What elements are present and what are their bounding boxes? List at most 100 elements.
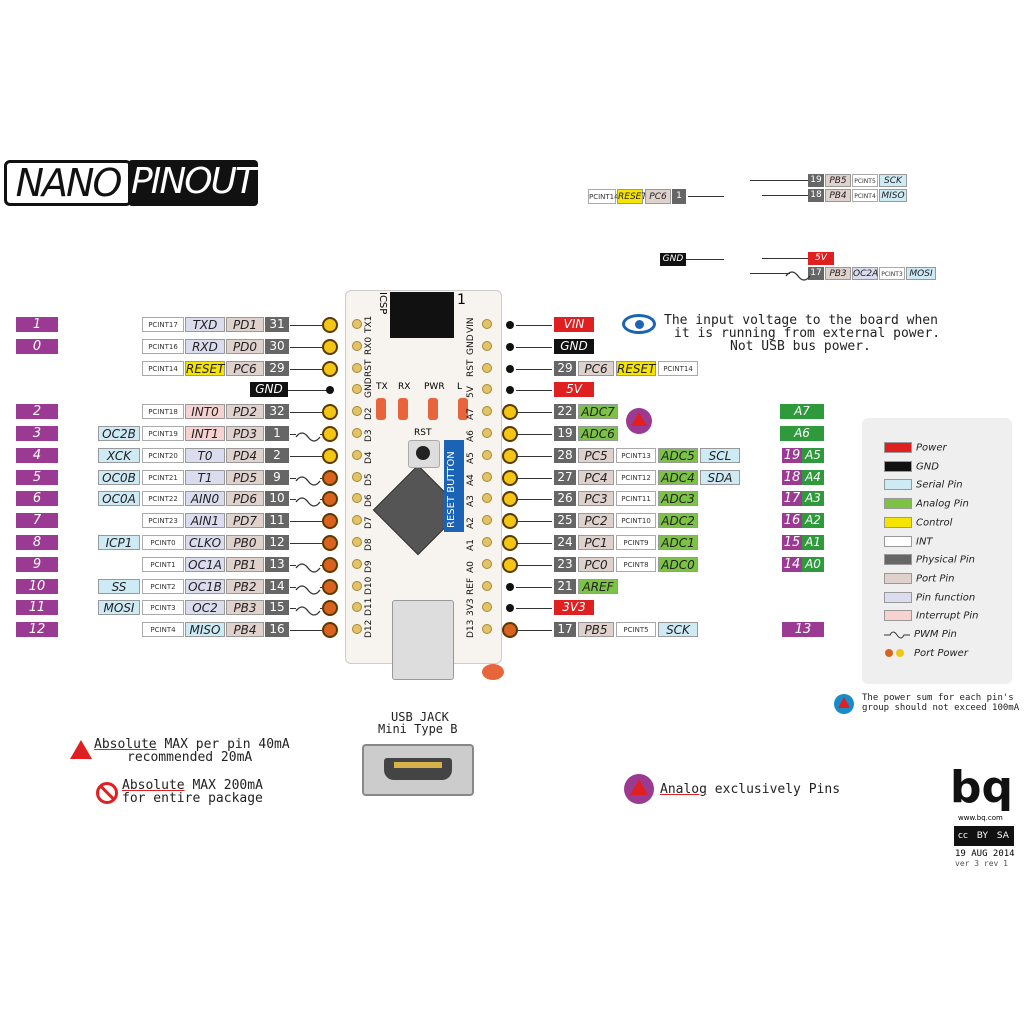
board-pin-label: A5 (466, 452, 476, 464)
pin-function-label: MISO (185, 622, 225, 637)
no-entry-icon (96, 782, 118, 804)
reset-button-cap[interactable] (416, 446, 430, 460)
physical-pin-label: 28 (554, 448, 576, 463)
pin-connector (516, 433, 552, 435)
pin-hole-left (352, 537, 362, 547)
pin-connector (290, 433, 296, 435)
warning-triangle-icon (70, 740, 92, 763)
serial-label: SCL (700, 448, 740, 463)
pwm-icon (785, 267, 811, 286)
legend-swatch (884, 648, 910, 658)
board-pin-label: D10 (364, 576, 374, 595)
pin-dot (322, 317, 338, 333)
board-pin-label: A2 (466, 517, 476, 529)
pin-function-label: OC1B (185, 579, 225, 594)
pin-dot (506, 386, 514, 394)
legend-item: INT (884, 535, 933, 548)
pin-function-label: OC2 (185, 600, 225, 615)
pin-connector (516, 607, 552, 609)
pcint-label: PCINT16 (142, 339, 184, 354)
icsp-bottom-phys: 17 (808, 267, 824, 280)
pin-connector (290, 520, 322, 522)
board-pin-label: RX0 (364, 336, 374, 355)
port-label: PB5 (578, 622, 614, 637)
icsp-pin (757, 230, 765, 238)
usb-jack-line2: Mini Type B (378, 722, 458, 736)
pin-label: ADC7 (578, 404, 618, 419)
board-pin-label: TX1 (364, 315, 374, 333)
pin-dot (326, 386, 334, 394)
pin-function-label: RXD (185, 339, 225, 354)
arduino-analog-label: A6 (780, 426, 824, 441)
port-label: PB4 (226, 622, 264, 637)
arduino-analog-label: A2 (802, 513, 824, 528)
adc-label: ADC1 (658, 535, 698, 550)
physical-pin-label: 30 (265, 339, 289, 354)
arduino-pin-number: 12 (16, 622, 58, 637)
adc-label: ADC3 (658, 491, 698, 506)
arduino-pin-number: 5 (16, 470, 58, 485)
legend-item: Control (884, 516, 952, 529)
legend-swatch (884, 572, 912, 584)
pcint-label: PCINT17 (142, 317, 184, 332)
led-pwr-label: PWR (424, 382, 445, 392)
eye-icon (622, 314, 656, 334)
pin-dot (322, 535, 338, 551)
cc-sa: SA (996, 831, 1009, 841)
legend-label: Serial Pin (916, 479, 963, 491)
port-label: PD0 (226, 339, 264, 354)
physical-pin-label: 19 (554, 426, 576, 441)
arduino-pin-number: 3 (16, 426, 58, 441)
pin-dot (506, 343, 514, 351)
board-pin-label: REF (466, 577, 476, 595)
pin-hole-right (482, 319, 492, 329)
physical-pin-label: 10 (265, 491, 289, 506)
arduino-pin-number: 16 (782, 513, 802, 528)
alt-function-label: SS (98, 579, 140, 594)
port-label: PD1 (226, 317, 264, 332)
icsp-top1-port: PB5 (825, 174, 851, 187)
pin-connector (516, 542, 552, 544)
pin-connector (290, 455, 322, 457)
legend-label: Power (916, 442, 947, 454)
icsp-pin (757, 214, 765, 222)
pcint-label: PCINT12 (616, 470, 656, 485)
bq-mascot-icon (482, 664, 504, 680)
vin-note-line1: The input voltage to the board when (664, 313, 938, 328)
legend-swatch (884, 460, 912, 472)
port-label: PC2 (578, 513, 614, 528)
legend-swatch (884, 535, 912, 547)
title-logo: NANO PINOUT (4, 160, 258, 210)
pcint-label: PCINT8 (616, 557, 656, 572)
arduino-pin-number: 0 (16, 339, 58, 354)
vin-note-line3: Not USB bus power. (730, 339, 871, 354)
icsp-pin (731, 214, 739, 222)
icsp-pin (744, 230, 752, 238)
physical-pin-label: 16 (265, 622, 289, 637)
pcint-label: PCINT4 (142, 622, 184, 637)
pin-dot (322, 470, 338, 486)
alt-function-label: XCK (98, 448, 140, 463)
board-pin-label: D3 (364, 429, 374, 442)
physical-pin-label: 21 (554, 579, 576, 594)
board-pin-label: D12 (364, 619, 374, 638)
arduino-analog-label: A5 (802, 448, 824, 463)
pin-function-label: INT0 (185, 404, 225, 419)
pin-dot (322, 404, 338, 420)
icsp-board-label: ICSP (377, 292, 388, 315)
icsp-connector (750, 179, 808, 181)
legend-item: PWM Pin (884, 629, 957, 641)
legend-label: Port Pin (916, 573, 955, 585)
icsp-left-func: RESET (617, 189, 647, 204)
pin-connector (290, 324, 322, 326)
pin-hole-right (482, 363, 492, 373)
pin-hole-left (352, 493, 362, 503)
pin-hole-right (482, 581, 492, 591)
pin-hole-right (482, 624, 492, 634)
arduino-pin-number: 15 (782, 535, 802, 550)
pin-hole-right (482, 559, 492, 569)
pwm-icon (295, 493, 321, 512)
pin-function-label: RESET (616, 361, 656, 376)
legend-swatch (884, 591, 912, 603)
pin-connector (516, 629, 552, 631)
